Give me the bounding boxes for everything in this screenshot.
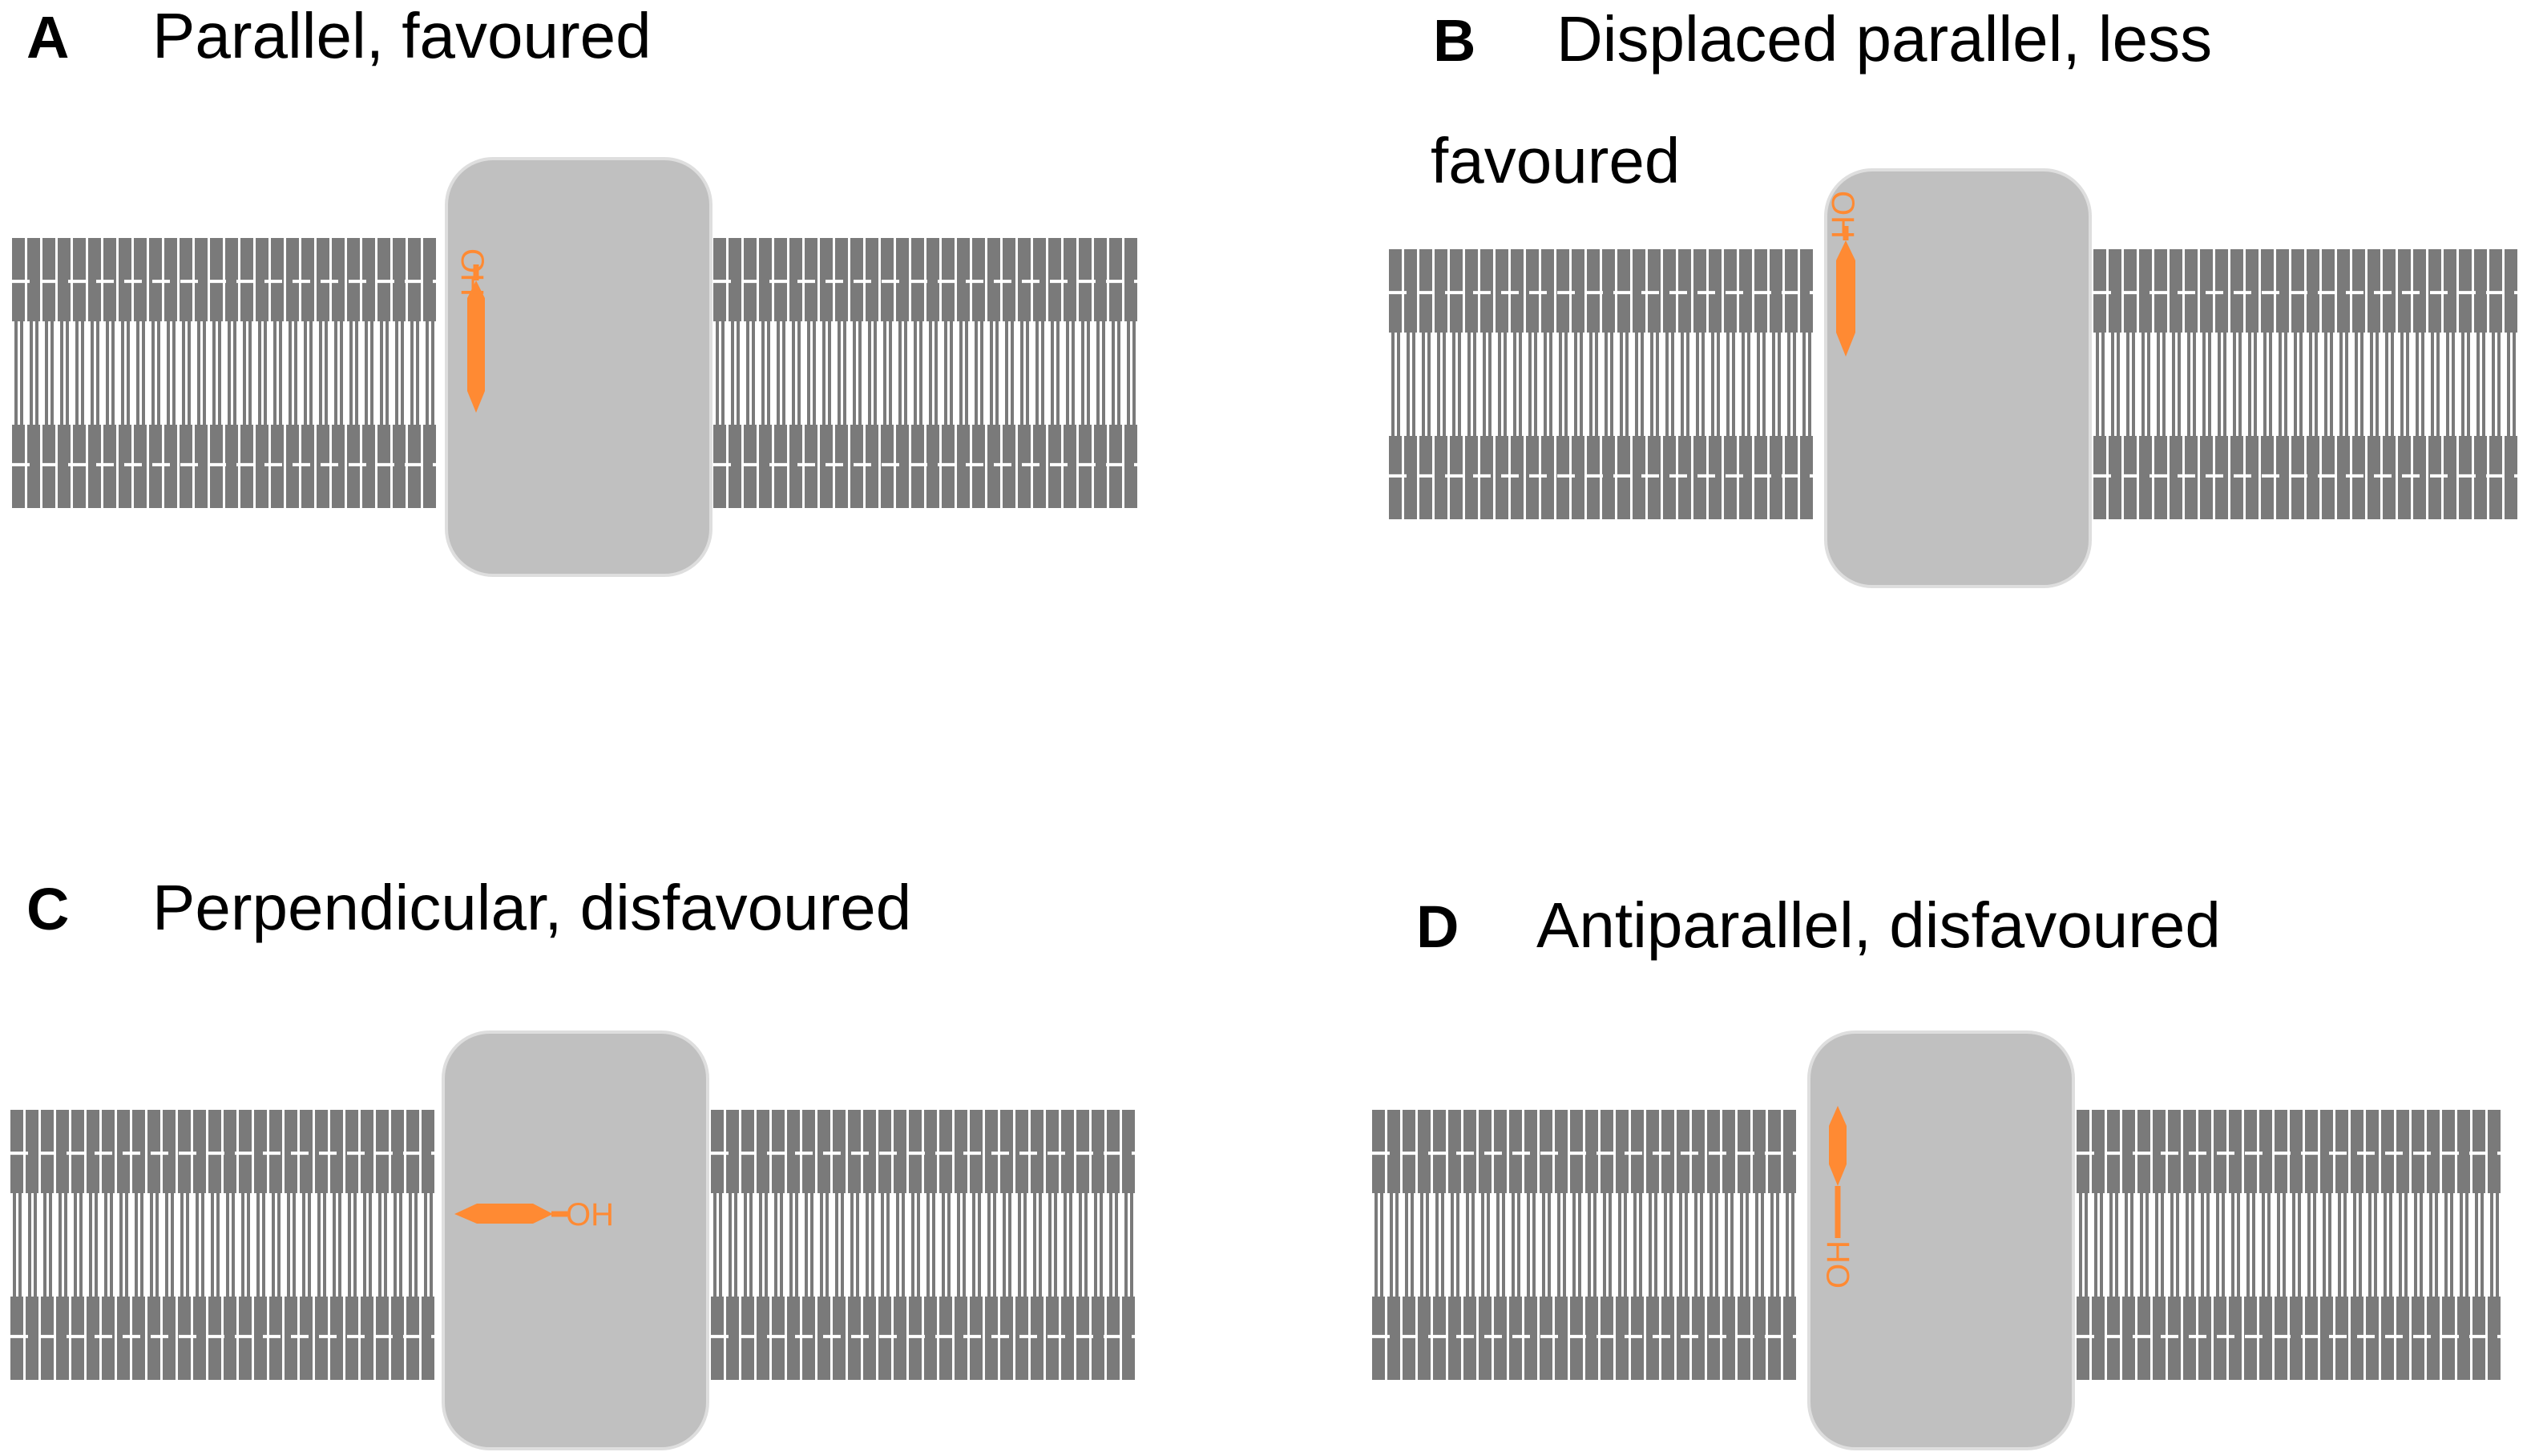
- panel-d-membrane-right-lipid-tails: [2079, 1192, 2499, 1298]
- panel-c-membrane-right: [711, 1110, 1137, 1380]
- panel-b-title-line-1: Displaced parallel, less: [1556, 3, 2212, 75]
- panel-b-membrane-right-lipid-tails: [2096, 331, 2516, 438]
- panel-c-sterol: OH: [454, 1197, 614, 1232]
- panel-d-oh-label: OH: [1821, 1240, 1856, 1289]
- panel-b-protein: [1824, 168, 2092, 588]
- panel-b: B Displaced parallel, less favoured OH: [1389, 3, 2520, 588]
- panel-d-membrane-left-lipid-heads: [1372, 1110, 1796, 1380]
- panel-b-letter: B: [1433, 7, 1475, 74]
- panel-b-membrane-left-head-gaps: [1389, 291, 1815, 478]
- panel-b-membrane-left-lipid-tails: [1391, 331, 1811, 438]
- panel-b-oh-label: OH: [1825, 191, 1860, 239]
- panel-b-membrane-right-head-gaps: [2093, 291, 2520, 478]
- panel-b-title-line-2: favoured: [1431, 125, 1680, 196]
- panel-c-membrane-right-head-gaps: [711, 1151, 1137, 1338]
- panel-c-membrane-right-lipid-heads: [711, 1110, 1135, 1380]
- panel-c-letter: C: [26, 876, 69, 942]
- panel-c-protein: [442, 1030, 709, 1450]
- panel-d: D Antiparallel, disfavoured OH: [1372, 889, 2503, 1450]
- panel-a-title: Parallel, favoured: [152, 0, 652, 71]
- panel-a-membrane-left-lipid-tails: [14, 320, 434, 426]
- panel-a-oh-label: OH: [454, 248, 490, 296]
- panel-b-membrane-left: [1389, 249, 1815, 519]
- panel-a-sterol: OH: [454, 248, 490, 413]
- panel-c-membrane-left-lipid-heads: [10, 1110, 434, 1380]
- panel-c-membrane-left-head-gaps: [10, 1151, 437, 1338]
- panel-d-title: Antiparallel, disfavoured: [1536, 889, 2221, 961]
- panel-a-protein: [445, 157, 712, 577]
- panel-c-sterol-body: [454, 1204, 553, 1224]
- panel-a-membrane-right-head-gaps: [713, 280, 1140, 466]
- panel-c-oh-label: OH: [566, 1197, 614, 1232]
- panel-b-membrane-left-lipid-heads: [1389, 249, 1813, 519]
- panel-d-sterol: OH: [1821, 1106, 1856, 1289]
- panel-a-sterol-body: [467, 280, 485, 413]
- panel-c: C Perpendicular, disfavoured OH: [10, 872, 1137, 1450]
- panel-a-membrane-left: [12, 238, 438, 508]
- panel-d-membrane-right: [2077, 1110, 2503, 1380]
- panel-d-membrane-left-lipid-tails: [1374, 1192, 1794, 1298]
- panel-c-membrane-left: [10, 1110, 437, 1380]
- panel-a-membrane-left-head-gaps: [12, 280, 438, 466]
- panel-b-sterol-body: [1836, 240, 1855, 357]
- panel-d-sterol-body: [1829, 1106, 1847, 1186]
- panel-c-membrane-left-lipid-tails: [13, 1192, 433, 1298]
- panel-d-membrane-left: [1372, 1110, 1798, 1380]
- panel-d-membrane-right-lipid-heads: [2077, 1110, 2501, 1380]
- panel-b-sterol: OH: [1825, 191, 1860, 357]
- panel-a-membrane-left-lipid-heads: [12, 238, 436, 508]
- panel-a-membrane-right-lipid-tails: [716, 320, 1136, 426]
- panel-b-membrane-right: [2093, 249, 2520, 519]
- panel-d-protein: [1807, 1030, 2075, 1450]
- panel-b-membrane-right-lipid-heads: [2093, 249, 2517, 519]
- panel-d-membrane-right-head-gaps: [2077, 1151, 2503, 1338]
- panel-d-letter: D: [1416, 893, 1459, 960]
- panel-c-membrane-right-lipid-tails: [713, 1192, 1133, 1298]
- panel-a-membrane-right-lipid-heads: [713, 238, 1137, 508]
- panel-c-title: Perpendicular, disfavoured: [152, 872, 911, 943]
- panel-a-letter: A: [26, 4, 69, 71]
- panel-a: A Parallel, favoured OH: [12, 0, 1140, 577]
- panel-a-membrane-right: [713, 238, 1140, 508]
- panel-d-membrane-left-head-gaps: [1372, 1151, 1798, 1338]
